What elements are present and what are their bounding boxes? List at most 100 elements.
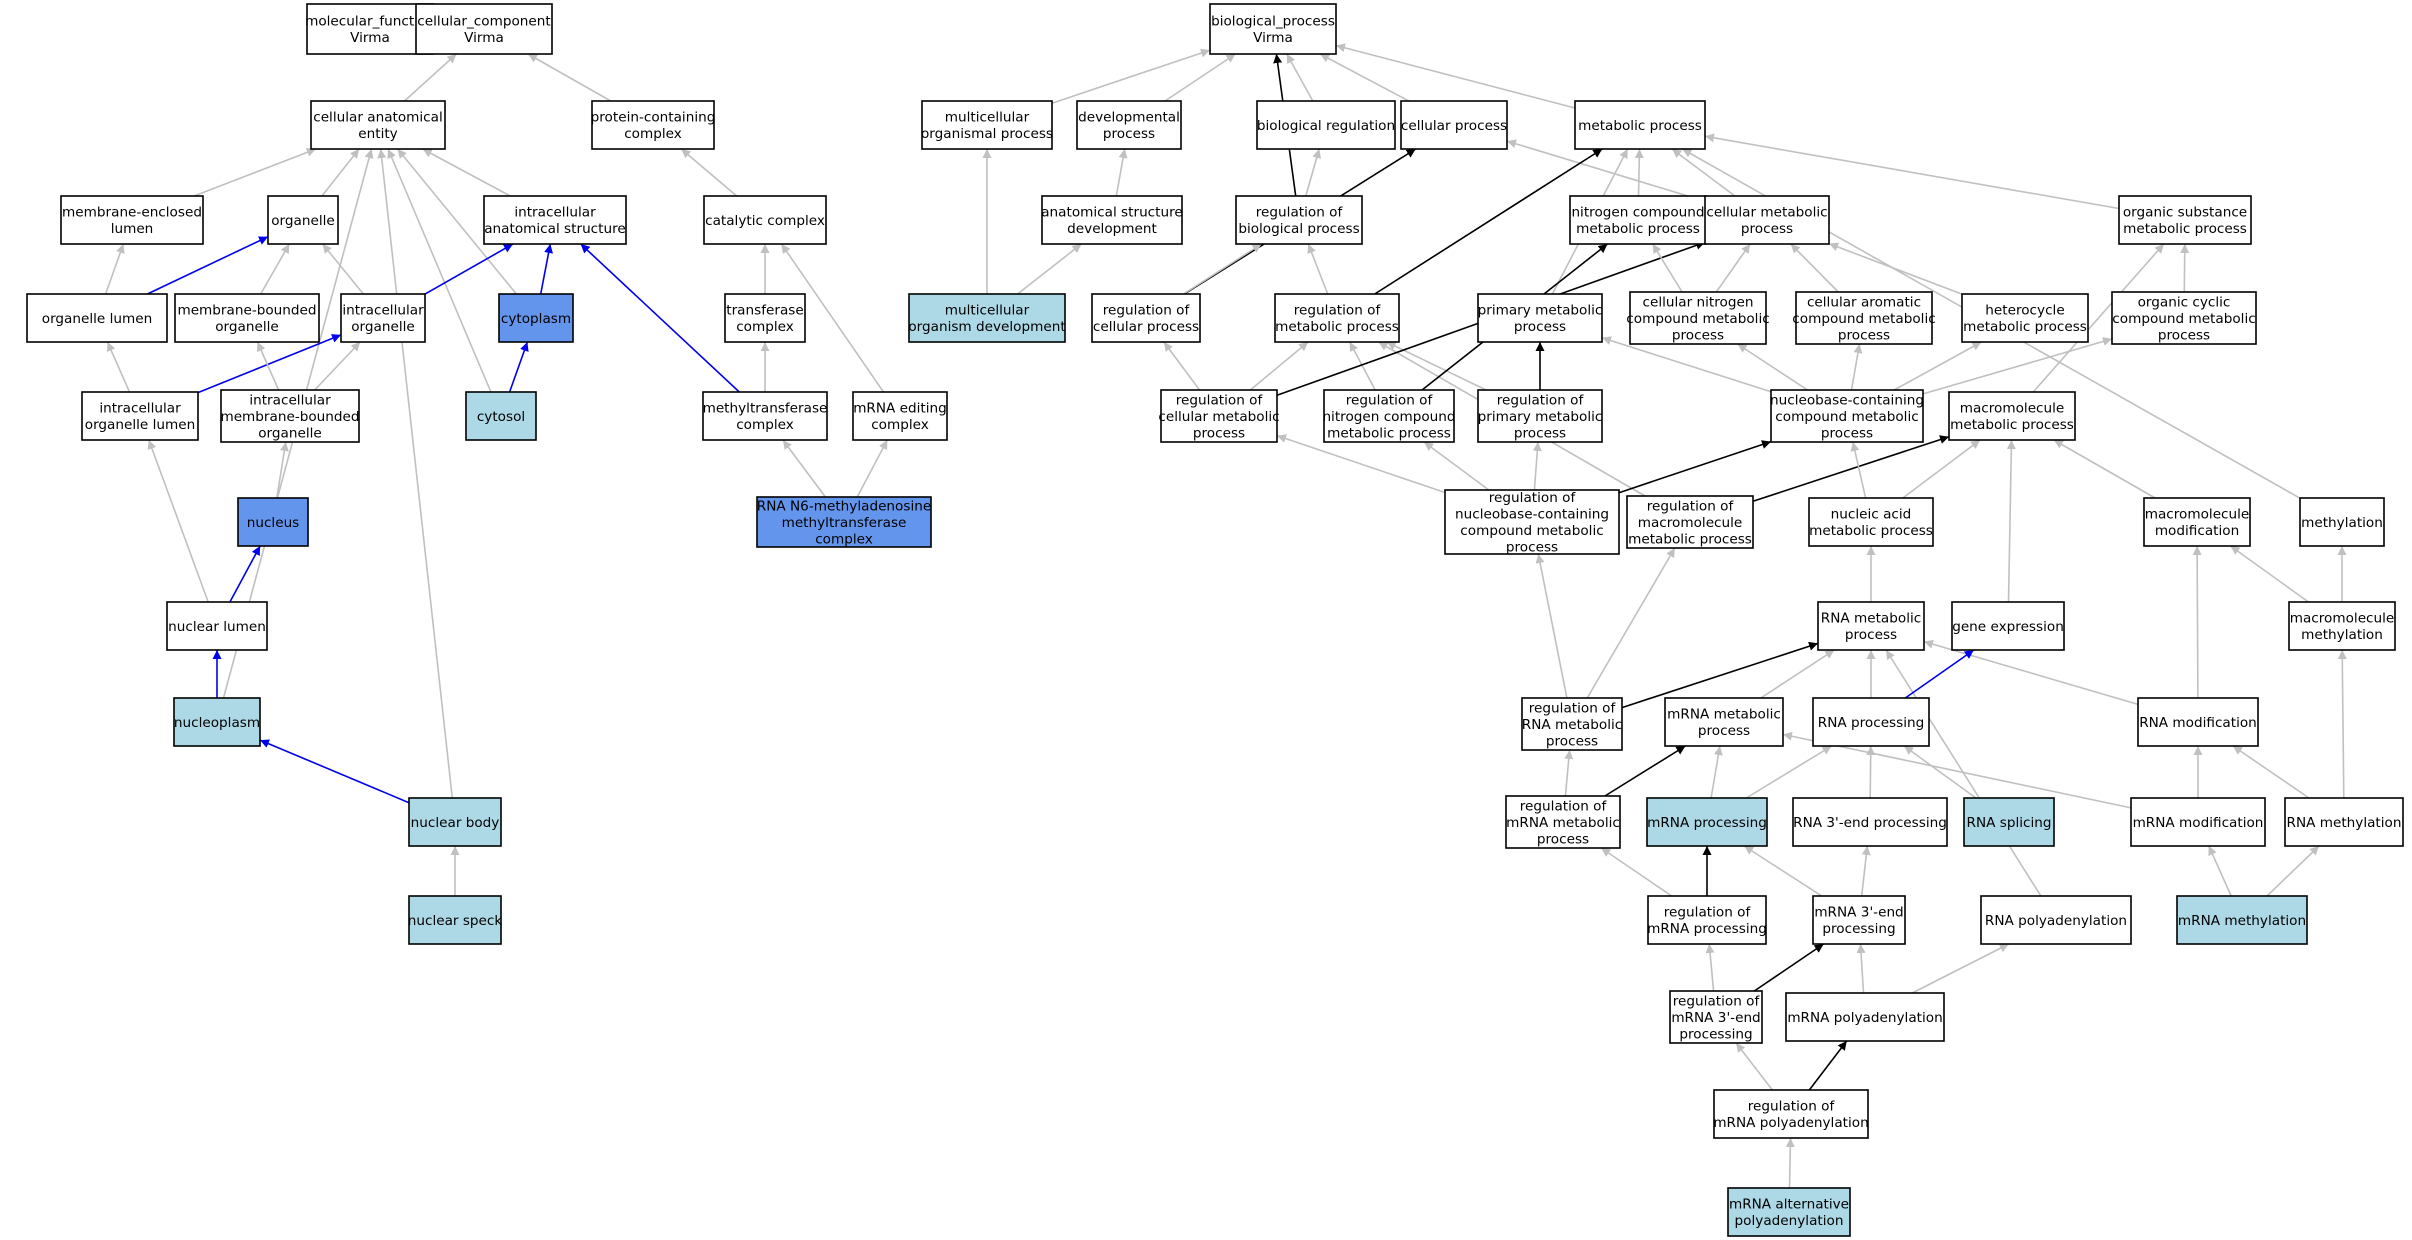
node-rnaproc[interactable]: RNA processing: [1812, 697, 1930, 747]
node-rnameth[interactable]: RNA methylation: [2284, 797, 2404, 847]
node-cytosol[interactable]: cytosol: [465, 391, 537, 441]
node-label-line: mRNA metabolic: [1667, 707, 1781, 723]
node-rnamod[interactable]: RNA modification: [2137, 697, 2259, 747]
node-box: [465, 391, 537, 441]
node-box: [703, 195, 827, 245]
node-box: [1323, 389, 1455, 443]
edge-mrnaaltpolya-to-regmrnapolya: [1785, 1137, 1795, 1189]
node-mrnamod[interactable]: mRNA modification: [2130, 797, 2266, 847]
node-cellp[interactable]: cellular process: [1400, 100, 1508, 150]
node-geneexp[interactable]: gene expression: [1951, 601, 2065, 651]
node-bioreg[interactable]: biological regulation: [1256, 100, 1396, 150]
node-label-line: regulation of: [1664, 905, 1752, 921]
node-nucspeck[interactable]: nuclear speck: [408, 895, 503, 945]
node-box: [1664, 697, 1784, 747]
node-label-line: process: [1193, 425, 1245, 441]
node-box: [1091, 293, 1201, 343]
node-cytoplasm[interactable]: cytoplasm: [498, 293, 574, 343]
node-box: [26, 293, 168, 343]
node-rna3[interactable]: RNA 3'-end processing: [1792, 797, 1948, 847]
node-nuclumen[interactable]: nuclear lumen: [166, 601, 268, 651]
edge-regmrnapolya-to-mrnapolya: [1808, 1040, 1848, 1091]
node-label-line: primary metabolic: [1478, 409, 1603, 425]
node-box: [1792, 797, 1948, 847]
node-metp[interactable]: metabolic process: [1574, 100, 1706, 150]
node-mrnameth[interactable]: mRNA methylation: [2176, 895, 2308, 945]
node-m6a[interactable]: RNA N6-methyladenosinemethyltransferasec…: [756, 496, 932, 548]
node-box: [921, 100, 1053, 150]
node-organelle[interactable]: organelle: [267, 195, 339, 245]
node-box: [1795, 291, 1933, 345]
edge-occmp-to-osmp: [2180, 243, 2190, 293]
node-label-line: RNA metabolic: [1522, 717, 1622, 733]
edge-rnasplice-to-rnaproc: [1903, 745, 1977, 799]
node-nucleoplasm[interactable]: nucleoplasm: [173, 697, 261, 747]
node-box: [408, 895, 502, 945]
node-regnbcmp[interactable]: regulation ofnucleobase-containingcompou…: [1444, 489, 1620, 556]
node-catcx[interactable]: catalytic complex: [703, 195, 827, 245]
node-label-line: complex: [815, 531, 873, 547]
edge-metp-to-bp: [1335, 43, 1576, 109]
node-nucbody[interactable]: nuclear body: [408, 797, 502, 847]
node-label-line: metabolic process: [1950, 417, 2074, 433]
node-methylation[interactable]: methylation: [2299, 497, 2385, 547]
node-label-line: processing: [1822, 921, 1895, 937]
node-box: [166, 601, 268, 651]
node-mrnapolya[interactable]: mRNA polyadenylation: [1785, 992, 1945, 1042]
node-mrnaproc[interactable]: mRNA processing: [1646, 797, 1768, 847]
node-nucleus[interactable]: nucleus: [237, 497, 309, 547]
node-rnasplice[interactable]: RNA splicing: [1963, 797, 2055, 847]
node-label-line: intracellular: [99, 401, 181, 417]
node-label-line: metabolic process: [1275, 319, 1399, 335]
node-orglumen[interactable]: organelle lumen: [26, 293, 168, 343]
node-label-line: regulation of: [1520, 798, 1608, 814]
node-rnapolya[interactable]: RNA polyadenylation: [1980, 895, 2132, 945]
